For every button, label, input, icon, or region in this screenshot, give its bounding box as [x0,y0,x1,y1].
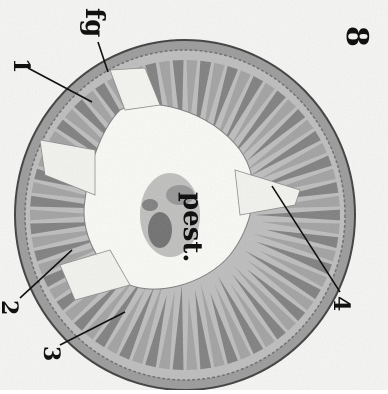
label-3: 3 [38,346,64,361]
figure-number-label: 8 [339,26,374,47]
label-1: 1 [8,58,34,73]
label-fg: fg [79,8,109,37]
label-pest: pest. [177,192,207,262]
label-4: 4 [328,296,354,311]
label-2: 2 [0,300,22,315]
